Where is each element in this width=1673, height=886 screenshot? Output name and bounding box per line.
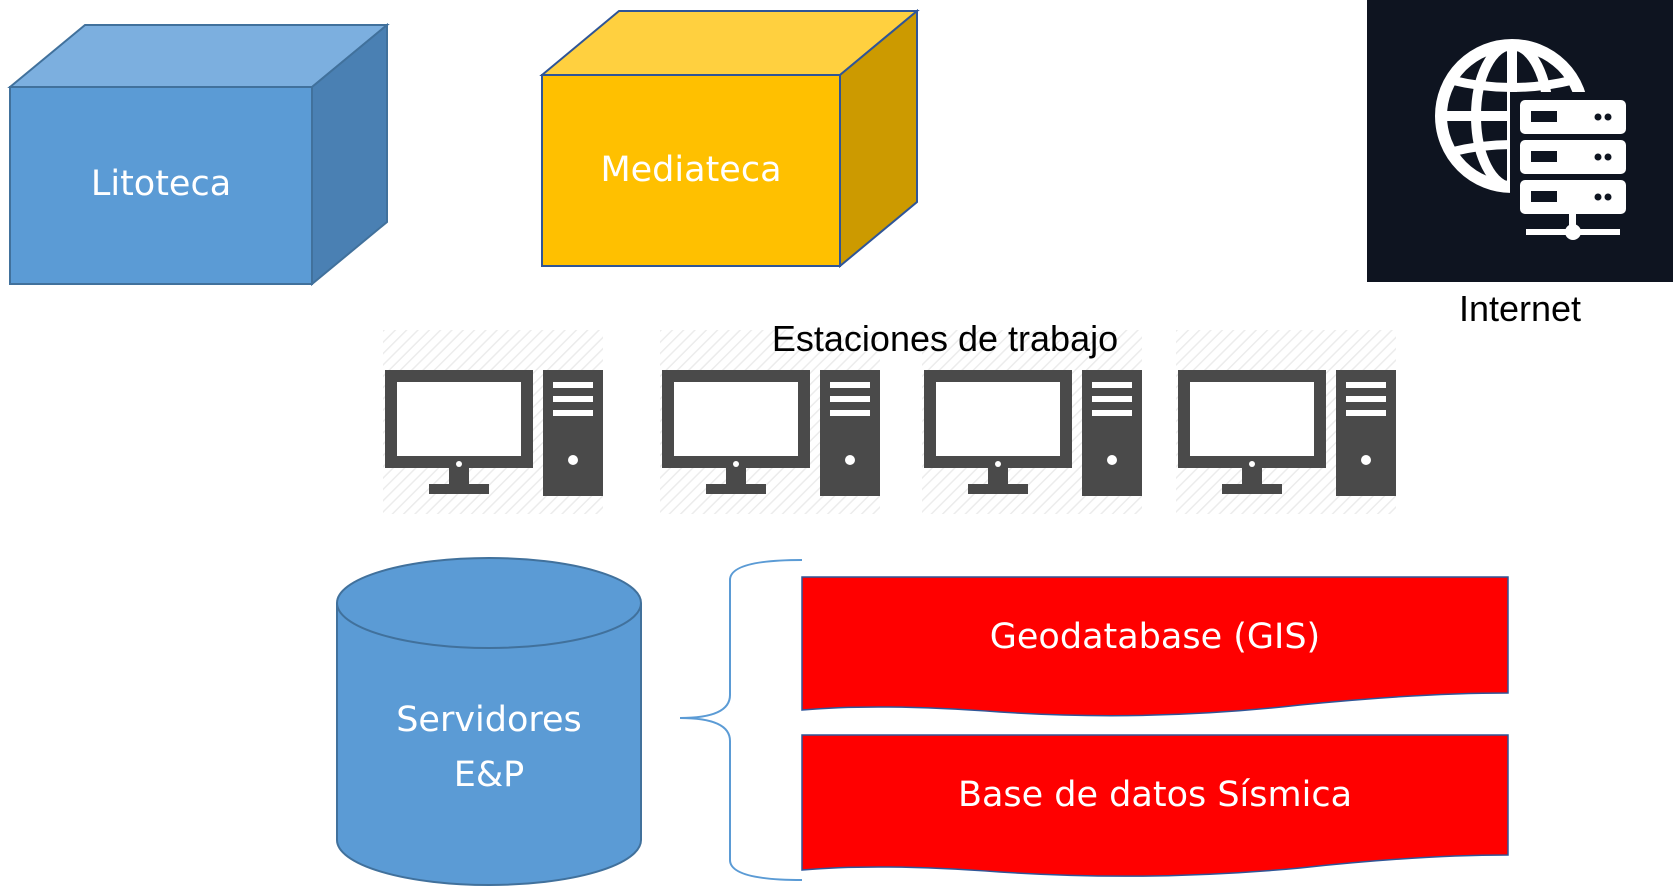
seismic-db-shape <box>801 734 1509 877</box>
globe-server-icon <box>1367 0 1673 282</box>
workstations-label: Estaciones de trabajo <box>771 318 1119 359</box>
internet-label: Internet <box>1458 288 1582 329</box>
seismic-db-label: Base de datos Sísmica <box>957 775 1353 815</box>
servers-label-line1: Servidores <box>396 700 582 740</box>
litoteca-box <box>7 22 390 287</box>
servers-cylinder <box>336 557 642 886</box>
mediateca-box <box>539 8 920 269</box>
mediateca-label: Mediateca <box>600 150 782 190</box>
geodatabase-shape <box>801 576 1509 717</box>
desktop-computer-icon <box>1176 330 1396 514</box>
brace-connector <box>679 559 803 881</box>
servers-label-line2: E&P <box>453 755 525 795</box>
geodatabase-label: Geodatabase (GIS) <box>989 617 1321 657</box>
desktop-computer-icon <box>383 330 603 514</box>
litoteca-label: Litoteca <box>90 164 232 204</box>
